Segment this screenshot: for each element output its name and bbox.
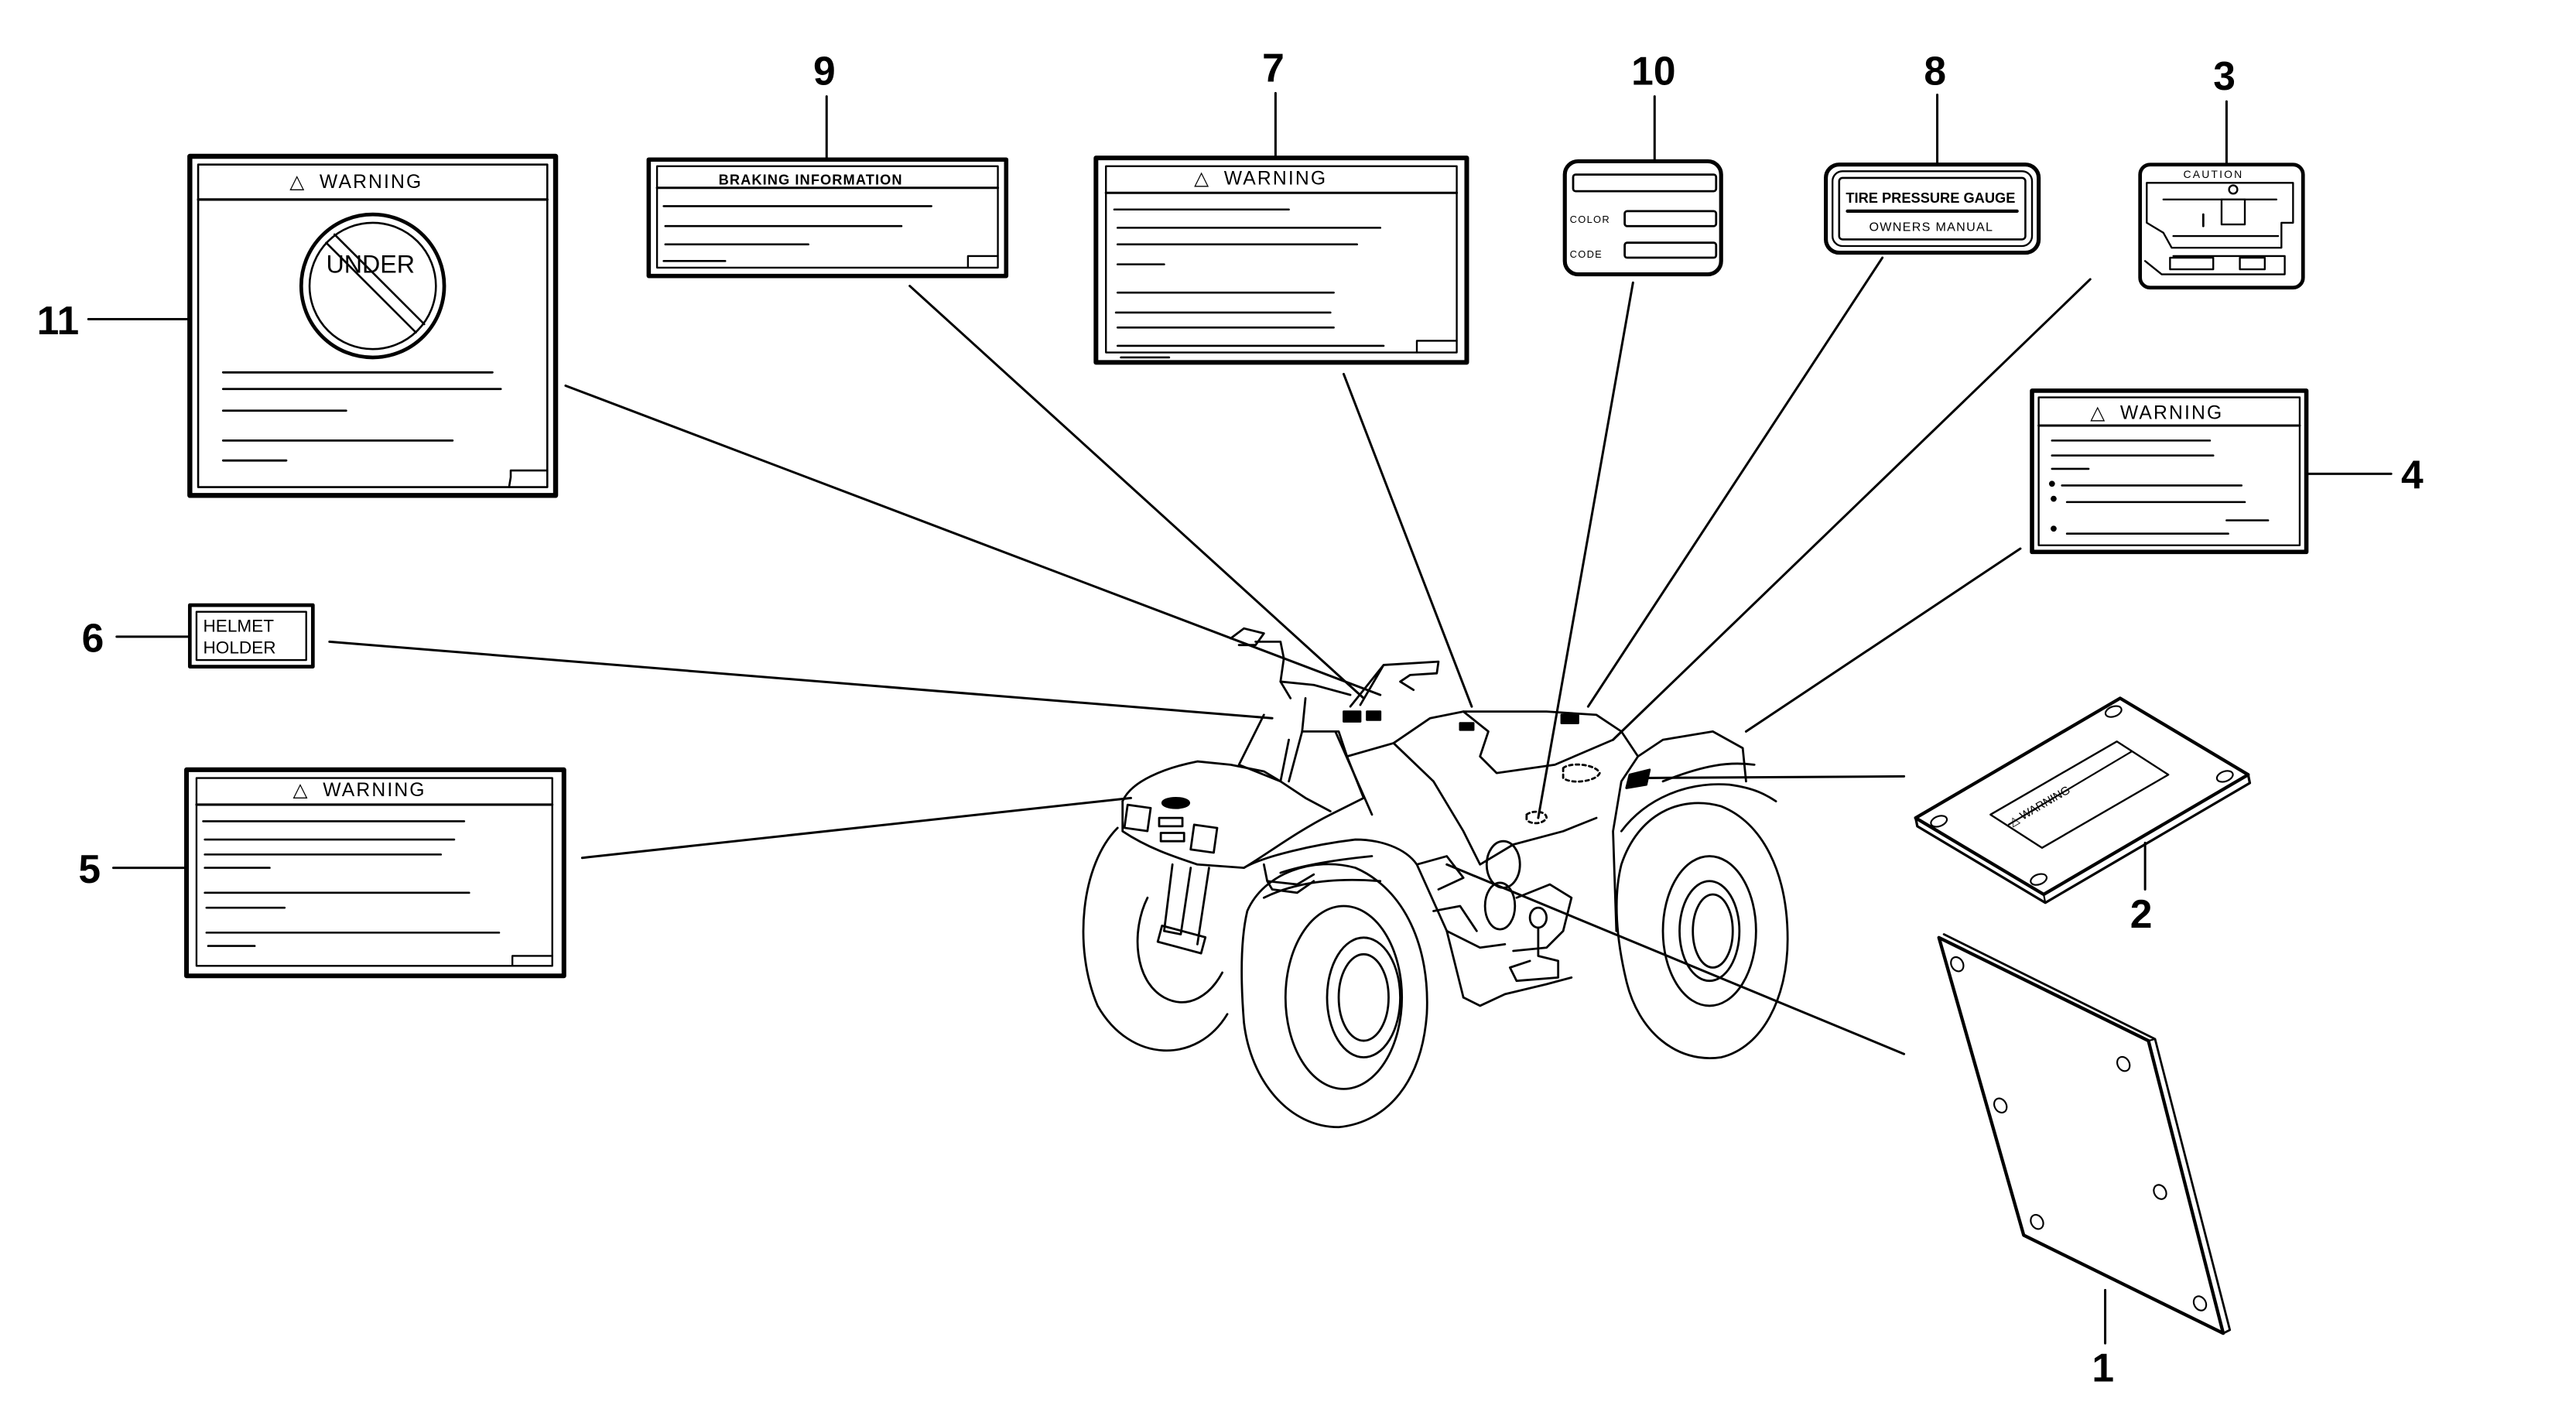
- mounting-hole-icons: [1930, 705, 2234, 886]
- label-3-caution[interactable]: CAUTION: [2138, 162, 2305, 290]
- label-9-braking-information[interactable]: BRAKING INFORMATION: [646, 157, 1009, 279]
- label-10-color-code[interactable]: COLOR CODE: [1562, 159, 1723, 277]
- code-label-text: CODE: [1570, 248, 1603, 260]
- leader-line-11: [564, 384, 1382, 696]
- helmet-text: HELMET: [204, 616, 275, 635]
- leader-line-7: [1342, 372, 1473, 708]
- callout-number-2: 2: [2130, 891, 2153, 936]
- under-text: UNDER: [327, 250, 416, 278]
- callout-6[interactable]: 6: [82, 615, 190, 660]
- callout-4[interactable]: 4: [2305, 453, 2424, 498]
- text-lines: [202, 820, 501, 947]
- item-2-warning-plate[interactable]: △WARNING: [1914, 696, 2252, 904]
- leader-line-2: [1637, 775, 1906, 780]
- text-lines: [2051, 439, 2270, 535]
- callout-number-9: 9: [813, 49, 836, 94]
- callout-9[interactable]: 9: [813, 49, 836, 161]
- leader-line-3: [1612, 278, 2092, 741]
- leader-line-9: [908, 285, 1365, 699]
- color-label-text: COLOR: [1570, 214, 1610, 225]
- callout-5[interactable]: 5: [78, 846, 186, 891]
- label-4-warning[interactable]: △ WARNING: [2030, 388, 2309, 555]
- leader-line-6: [328, 640, 1274, 720]
- callout-2[interactable]: 2: [2130, 841, 2153, 936]
- label-11-warning-under[interactable]: △ WARNING UNDER: [187, 153, 559, 498]
- callout-number-10: 10: [1631, 49, 1675, 94]
- warning-triangle-icon: △: [293, 780, 310, 801]
- atv-illustration: [1082, 627, 1789, 1129]
- caution-text: CAUTION: [2184, 168, 2244, 180]
- callout-7[interactable]: 7: [1262, 45, 1285, 159]
- leader-lines: [328, 256, 2092, 1055]
- owners-manual-text: OWNERS MANUAL: [1869, 221, 1993, 234]
- callout-11[interactable]: 11: [37, 298, 190, 343]
- callout-number-5: 5: [78, 846, 101, 891]
- callout-number-1: 1: [2092, 1346, 2114, 1390]
- label-6-helmet-holder[interactable]: HELMET HOLDER: [187, 603, 315, 669]
- plate-warning-text: △WARNING: [2007, 784, 2073, 829]
- leader-line-1: [1445, 863, 1906, 1055]
- warning-triangle-icon: △: [1194, 168, 1210, 189]
- no-under-icon: UNDER: [299, 212, 446, 360]
- label-11-header: WARNING: [320, 172, 422, 193]
- callout-number-3: 3: [2213, 53, 2236, 98]
- mounting-hole-icons: [1950, 956, 2208, 1311]
- callout-1[interactable]: 1: [2092, 1288, 2114, 1390]
- warning-triangle-icon: △: [289, 172, 306, 193]
- leader-line-10: [1537, 281, 1634, 819]
- label-5-header: WARNING: [323, 780, 426, 801]
- text-lines: [1113, 208, 1385, 359]
- label-5-warning[interactable]: △ WARNING: [184, 767, 566, 979]
- text-lines: [662, 205, 932, 262]
- callout-number-11: 11: [37, 298, 79, 343]
- leader-line-8: [1586, 256, 1884, 708]
- warning-triangle-icon: △: [2090, 402, 2106, 423]
- label-9-header: BRAKING INFORMATION: [719, 171, 903, 187]
- label-7-header: WARNING: [1224, 168, 1327, 189]
- leader-line-4: [1744, 547, 2022, 733]
- callout-number-6: 6: [82, 615, 104, 660]
- label-7-warning[interactable]: △ WARNING: [1093, 156, 1469, 365]
- callout-number-4: 4: [2401, 453, 2424, 498]
- callout-number-8: 8: [1924, 49, 1946, 94]
- text-lines: [221, 371, 502, 462]
- leader-line-5: [580, 796, 1132, 860]
- label-4-header: WARNING: [2120, 402, 2223, 423]
- callout-8[interactable]: 8: [1924, 49, 1946, 166]
- holder-text: HOLDER: [204, 638, 276, 657]
- bullet-icons: [2048, 480, 2057, 532]
- item-1-blank-plate[interactable]: [1937, 933, 2232, 1335]
- callout-number-7: 7: [1262, 45, 1285, 90]
- tire-pressure-text: TIRE PRESSURE GAUGE: [1846, 190, 2015, 206]
- label-8-tire-pressure-gauge[interactable]: TIRE PRESSURE GAUGE OWNERS MANUAL: [1824, 162, 2041, 255]
- callout-3[interactable]: 3: [2213, 53, 2236, 166]
- callout-10[interactable]: 10: [1631, 49, 1676, 162]
